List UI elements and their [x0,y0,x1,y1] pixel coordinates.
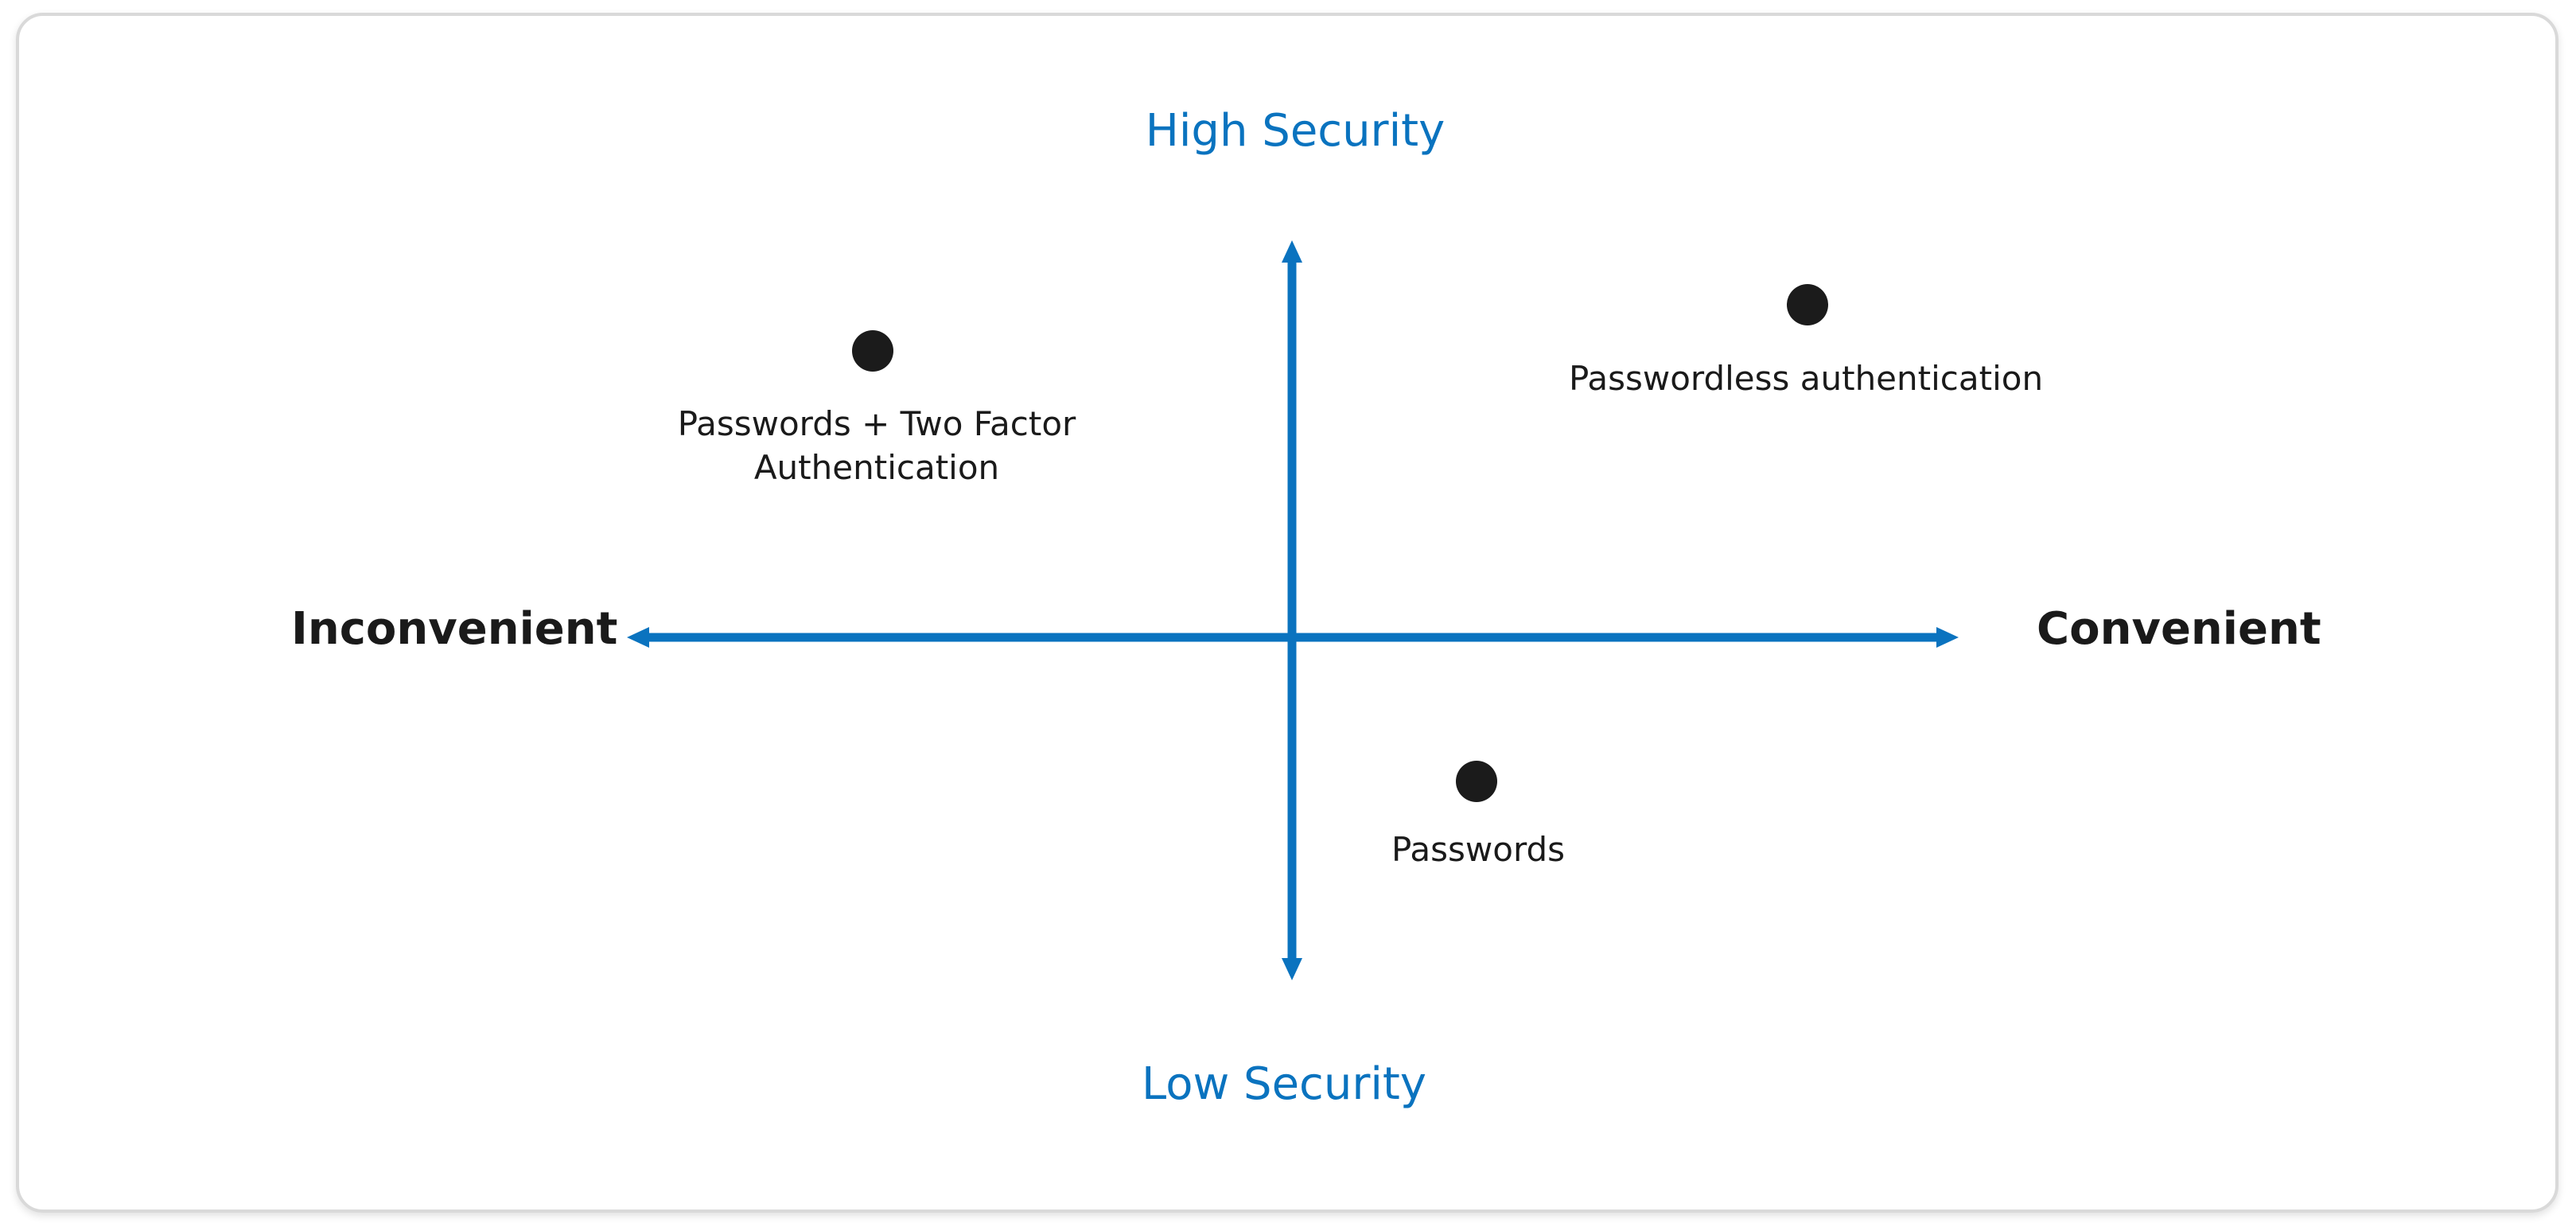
axis-label-high-security: High Security [1145,105,1446,157]
point-label-line-2: Authentication [753,448,1000,487]
axis-label-low-security: Low Security [1141,1058,1427,1110]
vertical-axis-arrow-down [1282,958,1302,980]
vertical-axis-arrow-up [1282,240,1302,263]
point-label-passwords: Passwords [1391,830,1566,869]
point-passwordless-authentication [1787,284,1828,325]
horizontal-axis-arrow-right [1936,627,1959,648]
point-passwords-two-factor [852,330,893,372]
horizontal-axis-arrow-left [627,627,649,648]
point-label-passwordless-authentication: Passwordless authentication [1568,359,2044,398]
diagram-frame [16,13,2558,1213]
axis-label-convenient: Convenient [2037,603,2321,655]
point-label-line-1: Passwords + Two Factor [677,404,1076,443]
point-passwords [1456,761,1497,802]
axis-label-inconvenient: Inconvenient [291,603,618,655]
point-label-passwords-two-factor: Passwords + Two Factor Authentication [678,402,1076,489]
